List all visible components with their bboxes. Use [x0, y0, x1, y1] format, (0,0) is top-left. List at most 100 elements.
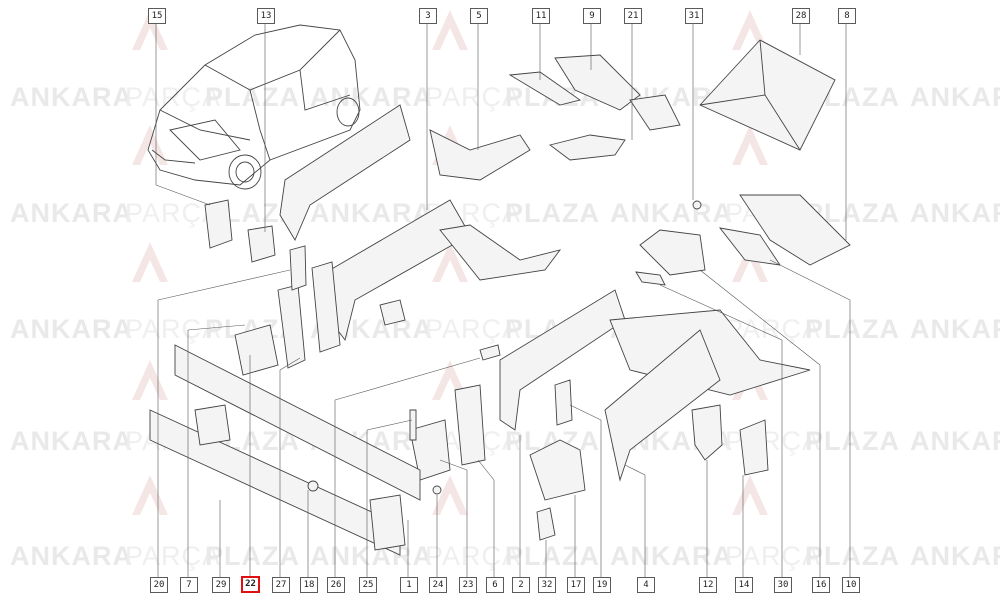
callout-part-18[interactable]: 18 [300, 577, 318, 593]
callout-part-23[interactable]: 23 [459, 577, 477, 593]
part-panel-sketch [554, 54, 641, 111]
watermark-text: PLAZA [205, 541, 300, 571]
part-panel-sketch [439, 224, 562, 281]
part-bracket-sketch [639, 229, 706, 276]
watermark-text: PLAZA [505, 541, 600, 571]
callout-part-15[interactable]: 15 [148, 8, 166, 24]
part-panel-sketch [429, 129, 531, 181]
callout-part-6[interactable]: 6 [486, 577, 504, 593]
watermark-text: ANKARA [10, 426, 133, 456]
part-clip-sketch [379, 299, 406, 326]
part-bracket-sketch [548, 134, 626, 161]
callout-part-25[interactable]: 25 [359, 577, 377, 593]
part-bracket-sketch [454, 384, 486, 466]
watermark-text: ANKARA [310, 541, 433, 571]
watermark-row-5: ANKARA PARÇA PLAZA ANKARA PARÇA PLAZA AN… [10, 541, 1000, 571]
part-bolt-sketch [409, 409, 417, 441]
callout-part-8[interactable]: 8 [838, 8, 856, 24]
part-kit-box-sketch [699, 39, 836, 151]
callout-part-22-selected[interactable]: 22 [241, 576, 260, 593]
callout-part-2[interactable]: 2 [512, 577, 530, 593]
watermark-text: PLAZA [805, 426, 900, 456]
watermark-text: PARÇA [425, 82, 521, 112]
watermark-text: PARÇA [125, 314, 221, 344]
callout-part-4[interactable]: 4 [637, 577, 655, 593]
part-panel-sketch [739, 194, 851, 266]
callout-part-3[interactable]: 3 [419, 8, 437, 24]
watermark-text: ANKARA [10, 198, 133, 228]
watermark-text: PLAZA [805, 541, 900, 571]
callout-part-26[interactable]: 26 [327, 577, 345, 593]
part-bracket-sketch [289, 245, 307, 291]
watermark-layer: ANKARA PARÇA PLAZA ANKARA PARÇA PLAZA AN… [10, 10, 1000, 571]
callout-part-12[interactable]: 12 [699, 577, 717, 593]
callout-part-17[interactable]: 17 [567, 577, 585, 593]
watermark-text: ANKARA [10, 82, 133, 112]
callout-part-32[interactable]: 32 [538, 577, 556, 593]
watermark-text: ANKARA [10, 541, 133, 571]
callout-part-13[interactable]: 13 [257, 8, 275, 24]
watermark-text: PLAZA [805, 314, 900, 344]
part-rail-sketch [499, 289, 626, 431]
part-crash-box-sketch [194, 404, 231, 446]
watermark-text: ANKARA [610, 541, 733, 571]
watermark-row-3: ANKARA PARÇA PLAZA ANKARA PARÇA PLAZA AN… [10, 314, 1000, 344]
watermark-text: ANKARA [310, 82, 433, 112]
part-bracket-sketch [629, 94, 681, 131]
part-bracket-sketch [277, 284, 306, 369]
part-rail-sketch [604, 329, 721, 482]
watermark-text: ANKARA [610, 198, 733, 228]
part-clip-sketch [479, 344, 501, 361]
callout-part-31[interactable]: 31 [685, 8, 703, 24]
callout-part-1[interactable]: 1 [400, 577, 418, 593]
watermark-row-2: ANKARA PARÇA PLAZA ANKARA PARÇA PLAZA AN… [10, 198, 1000, 228]
watermark-text: ANKAR [910, 82, 1000, 112]
callout-part-14[interactable]: 14 [735, 577, 753, 593]
leader-lines [155, 23, 851, 577]
callout-part-5[interactable]: 5 [470, 8, 488, 24]
callout-part-10[interactable]: 10 [842, 577, 860, 593]
callout-part-20[interactable]: 20 [150, 577, 168, 593]
callout-part-29[interactable]: 29 [212, 577, 230, 593]
part-nut-sketch [432, 485, 442, 495]
part-bolt-sketch [307, 480, 319, 492]
part-crash-box-sketch [234, 324, 279, 376]
part-bolt-sketch [692, 200, 702, 210]
callout-part-24[interactable]: 24 [429, 577, 447, 593]
watermark-text: ANKAR [910, 426, 1000, 456]
part-clip-sketch [635, 271, 666, 286]
part-bracket-sketch [508, 71, 582, 106]
callout-part-11[interactable]: 11 [532, 8, 550, 24]
callout-part-7[interactable]: 7 [180, 577, 198, 593]
part-bracket-sketch [739, 419, 769, 476]
part-bumper-beam-sketch [174, 344, 421, 501]
part-bracket-sketch [311, 261, 341, 353]
watermark-text: PARÇA [425, 314, 521, 344]
callout-part-19[interactable]: 19 [593, 577, 611, 593]
part-bracket-sketch [409, 419, 451, 481]
watermark-text: PARÇA [125, 541, 221, 571]
watermark-text: PLAZA [505, 198, 600, 228]
callout-part-9[interactable]: 9 [583, 8, 601, 24]
callout-part-30[interactable]: 30 [774, 577, 792, 593]
watermark-text: PARÇA [425, 541, 521, 571]
watermark-text: ANKAR [910, 314, 1000, 344]
watermark-text: PLAZA [205, 82, 300, 112]
vehicle-illustration [147, 24, 361, 190]
watermark-text: PARÇA [725, 541, 821, 571]
part-crash-box-sketch [369, 494, 406, 551]
watermark-text: ANKAR [910, 541, 1000, 571]
part-bracket-sketch [247, 225, 276, 263]
part-bracket-sketch [691, 404, 723, 461]
callout-part-16[interactable]: 16 [812, 577, 830, 593]
watermark-text: ANKAR [910, 198, 1000, 228]
callout-part-27[interactable]: 27 [272, 577, 290, 593]
watermark-row-1: ANKARA PARÇA PLAZA ANKARA PARÇA PLAZA AN… [10, 82, 1000, 112]
callout-part-21[interactable]: 21 [624, 8, 642, 24]
callout-part-28[interactable]: 28 [792, 8, 810, 24]
part-bracket-sketch [204, 199, 233, 249]
part-rail-sketch [279, 104, 411, 241]
watermark-text: ANKARA [10, 314, 133, 344]
